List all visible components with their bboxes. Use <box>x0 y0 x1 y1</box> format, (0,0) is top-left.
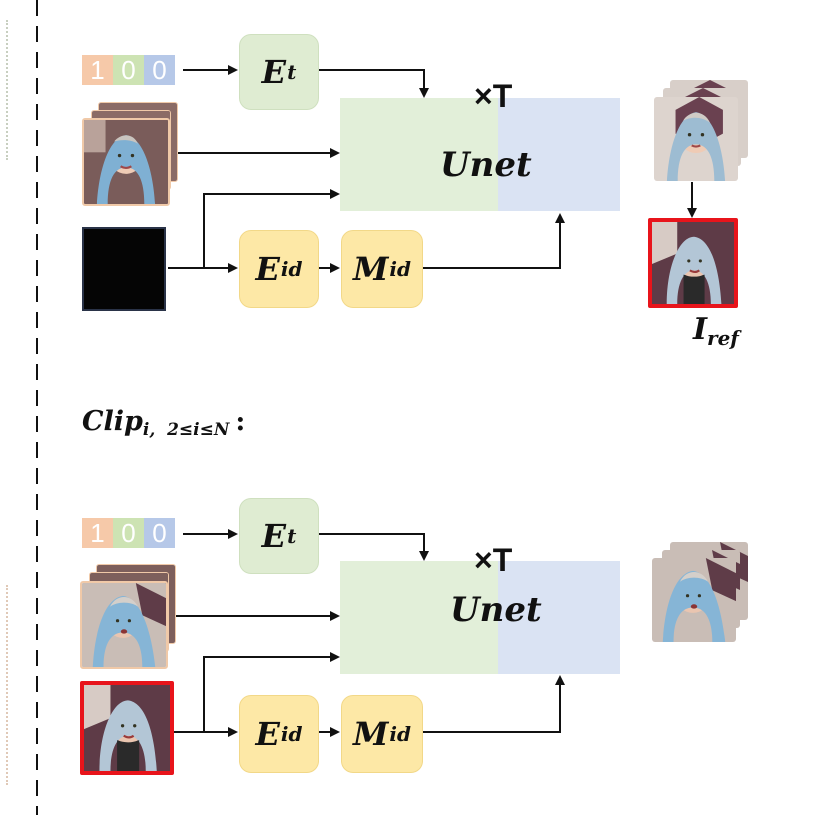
encoder-subscript: t <box>287 524 297 548</box>
encoder-symbol: E <box>261 517 287 555</box>
timestep-digit: 1 <box>82 55 113 85</box>
timestep-vector-top: 1 0 0 <box>82 55 175 85</box>
clip-colon: : <box>235 406 246 437</box>
timestep-digit: 0 <box>144 518 175 548</box>
input-frame-front <box>80 581 168 669</box>
clip-subscript: i, 2≤i≤N <box>142 420 230 440</box>
reference-frame <box>648 218 738 308</box>
mapper-subscript: id <box>389 722 411 746</box>
reference-subscript: ref <box>707 326 739 350</box>
encoder-symbol: E <box>255 250 280 288</box>
timestep-vector-bottom: 1 0 0 <box>82 518 175 548</box>
output-frame-front <box>654 97 738 181</box>
encoder-subscript: id <box>280 722 303 746</box>
unet-label-bottom: Unet <box>450 590 542 630</box>
mapper-symbol: M <box>352 715 389 753</box>
repeat-label-top: ×T <box>474 78 513 114</box>
encoder-subscript: t <box>287 60 297 84</box>
reference-input-frame <box>80 681 174 775</box>
left-edge-trace-top <box>6 20 13 160</box>
reference-symbol: I <box>693 312 708 347</box>
clip-heading: Clipi, 2≤i≤N: <box>82 406 245 440</box>
timestep-digit: 0 <box>113 55 144 85</box>
mapper-subscript: id <box>389 257 411 281</box>
arrow-encoder-to-unet-top <box>318 69 429 98</box>
arrow-mid-to-unet-top <box>422 213 565 269</box>
mapper-symbol: M <box>352 250 389 288</box>
arrow-mid-to-unet-bottom <box>422 675 565 733</box>
repeat-label-bottom: ×T <box>474 542 513 578</box>
output-frame-front <box>652 558 736 642</box>
reference-label: Iref <box>693 312 739 350</box>
encoder-symbol: E <box>255 715 280 753</box>
timestep-digit: 0 <box>144 55 175 85</box>
encoder-subscript: id <box>280 257 303 281</box>
left-edge-trace-bottom <box>6 585 13 785</box>
input-frame-front <box>82 118 170 206</box>
encoder-symbol: E <box>261 53 287 91</box>
unet-block-bottom <box>340 561 620 674</box>
clip-symbol: Clip <box>82 406 143 437</box>
timestep-digit: 0 <box>113 518 144 548</box>
unet-block-top <box>340 98 620 211</box>
blank-reference-input <box>82 227 166 311</box>
timestep-digit: 1 <box>82 518 113 548</box>
arrow-encoder-to-unet-bottom <box>318 533 429 561</box>
unet-label-top: Unet <box>440 145 532 185</box>
